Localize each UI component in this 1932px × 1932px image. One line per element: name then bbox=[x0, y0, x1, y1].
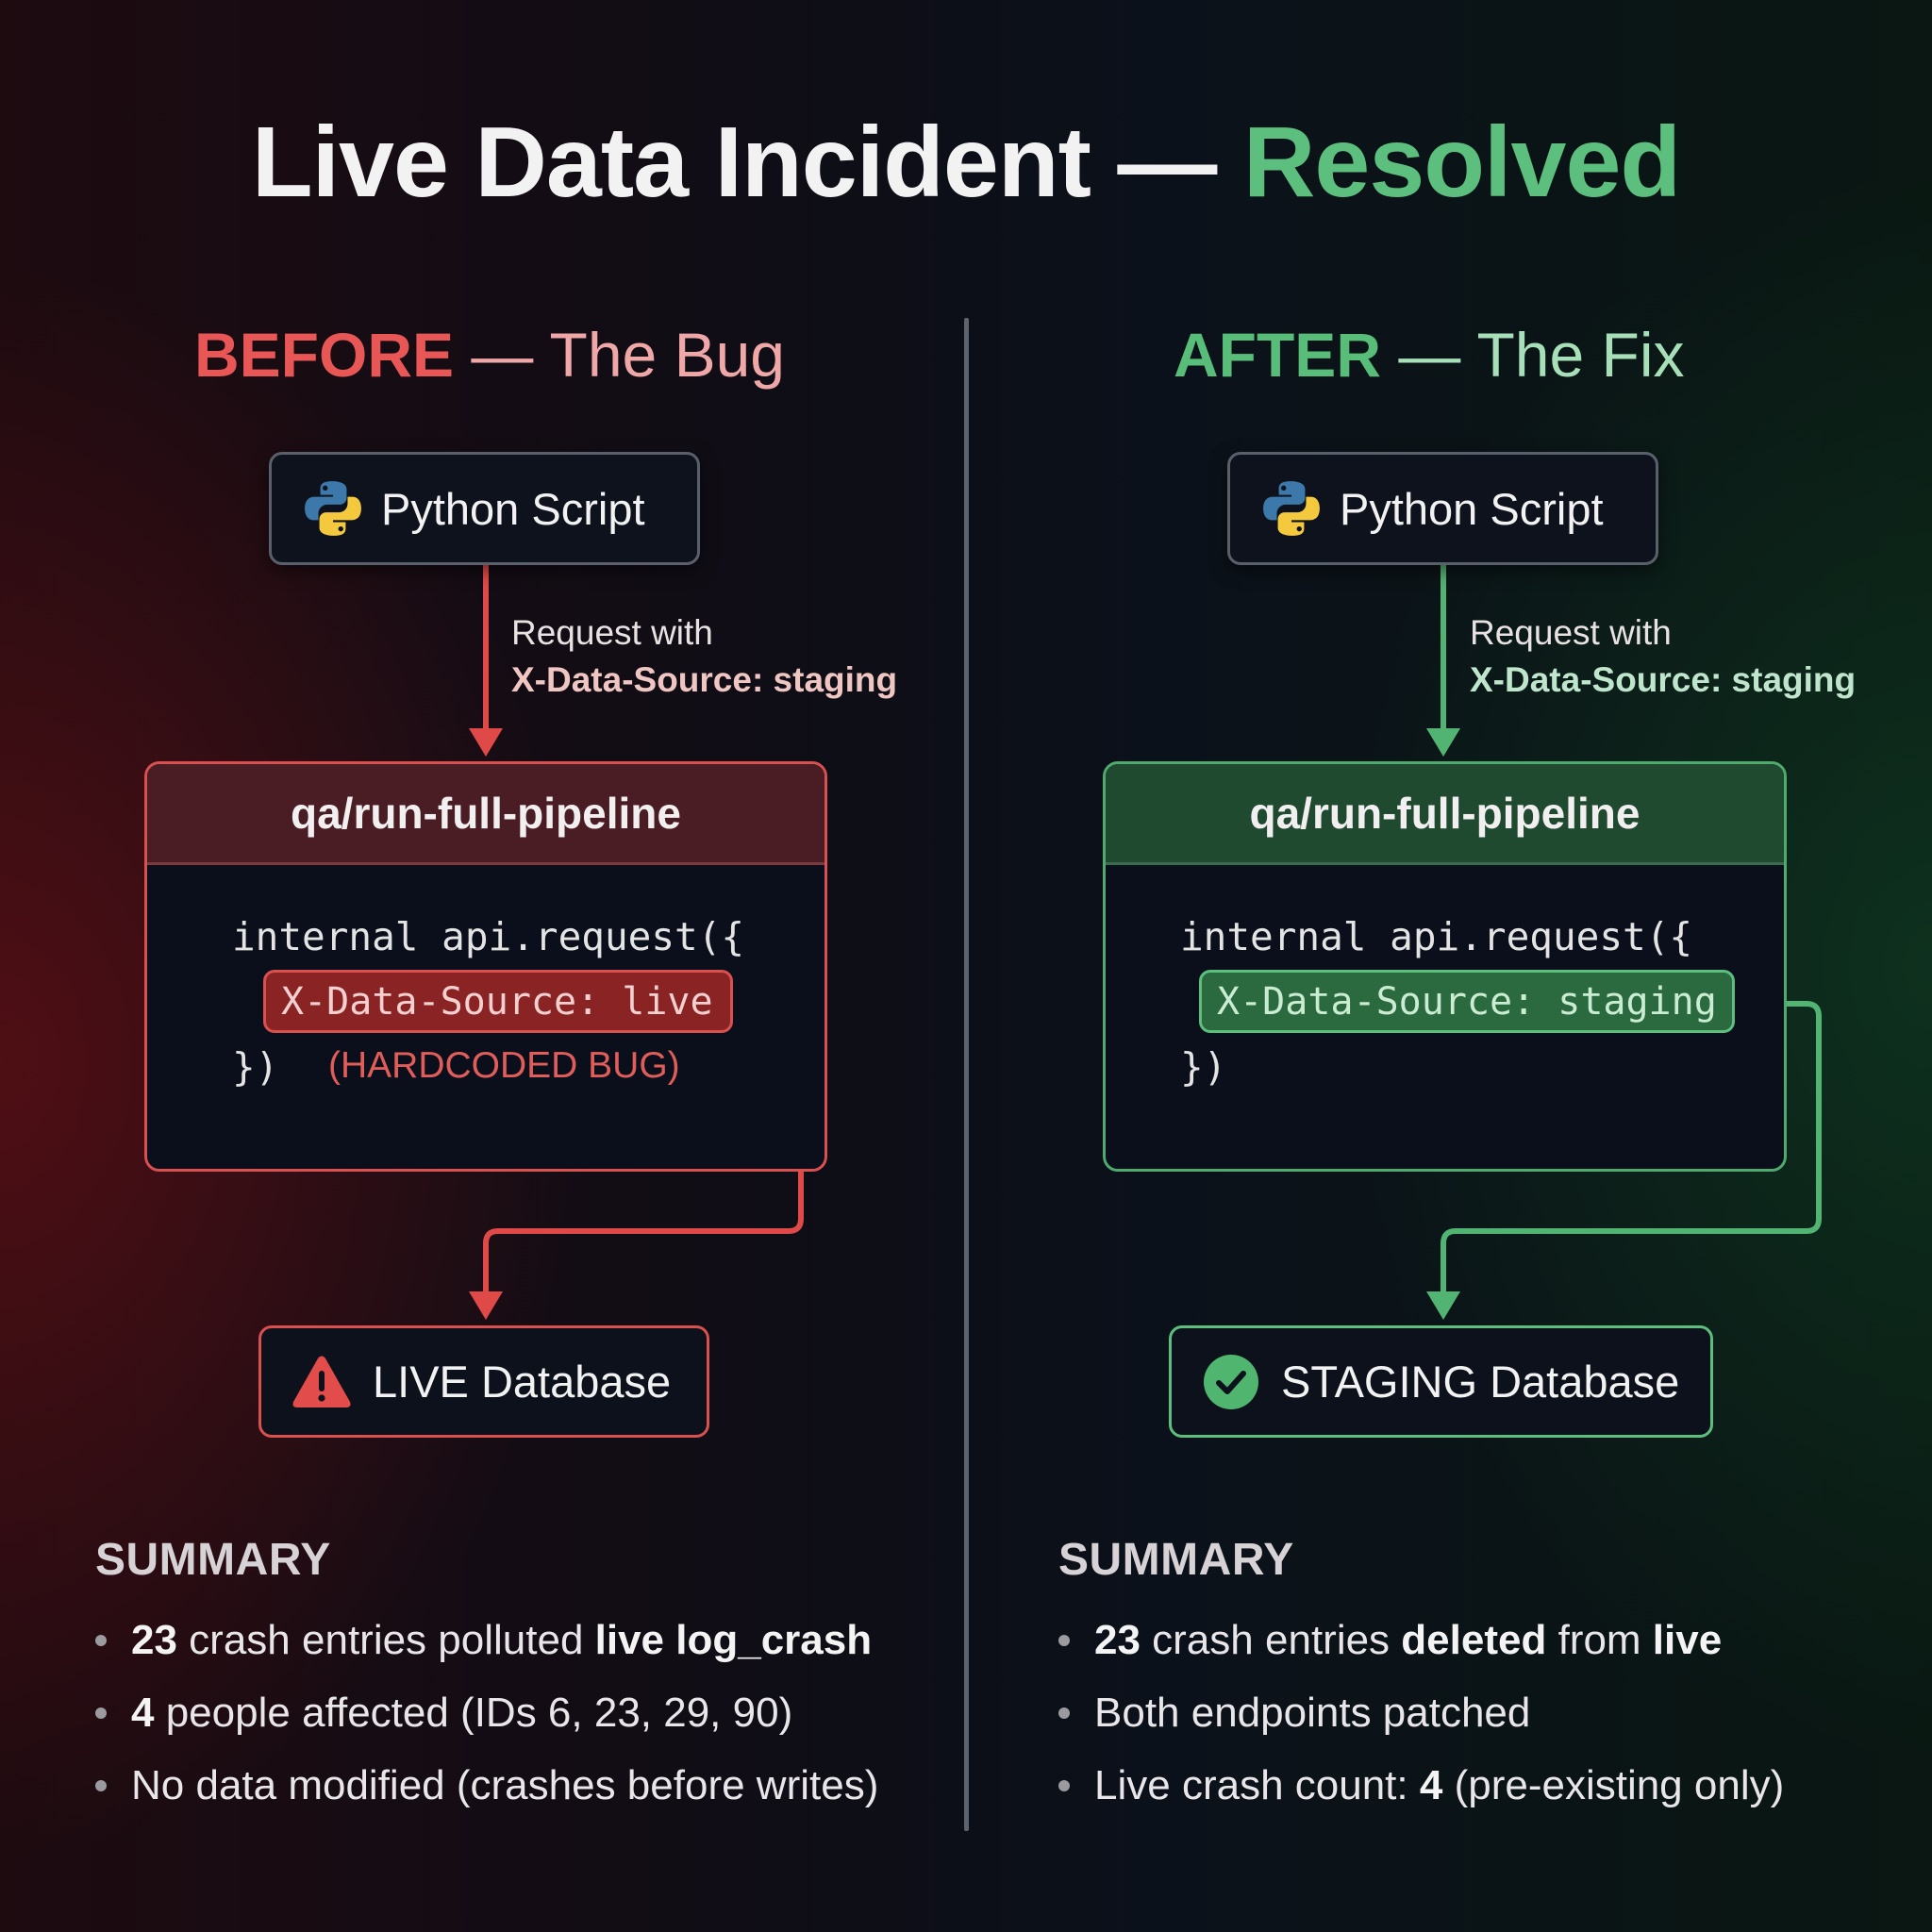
summary-item: 4 people affected (IDs 6, 23, 29, 90) bbox=[95, 1676, 878, 1749]
after-code-close: }) bbox=[1180, 1044, 1227, 1090]
bullet-dot-icon bbox=[1058, 1779, 1070, 1791]
after-pipeline-title: qa/run-full-pipeline bbox=[1106, 764, 1784, 865]
bullet-dot-icon bbox=[1058, 1634, 1070, 1646]
after-pipeline-endpoint: qa/run-full-pipeline bbox=[1103, 761, 1787, 1172]
summary-item: No data modified (crashes before writes) bbox=[95, 1749, 878, 1822]
python-logo-icon bbox=[1263, 481, 1320, 536]
bullet-dot-icon bbox=[95, 1634, 107, 1646]
summary-item: Live crash count: 4 (pre-existing only) bbox=[1058, 1749, 1784, 1822]
before-heading-label: BEFORE bbox=[194, 320, 455, 390]
page-title: Live Data Incident — Resolved bbox=[0, 106, 1932, 219]
bullet-dot-icon bbox=[95, 1707, 107, 1719]
staging-database-node: STAGING Database bbox=[1169, 1325, 1713, 1438]
before-request-label: Request with X-Data-Source: staging bbox=[511, 609, 897, 704]
before-python-script-node: Python Script bbox=[269, 452, 700, 565]
before-summary-list: 23 crash entries polluted live log_crash… bbox=[95, 1604, 878, 1822]
before-heading: BEFORE — The Bug bbox=[194, 317, 785, 392]
after-fixed-header: X-Data-Source: staging bbox=[1199, 970, 1735, 1033]
title-main: Live Data Incident — bbox=[251, 107, 1243, 218]
after-summary-heading: SUMMARY bbox=[1058, 1535, 1294, 1585]
bullet-dot-icon bbox=[1058, 1707, 1070, 1719]
before-pipeline-endpoint: qa/run-full-pipeline bbox=[144, 761, 827, 1172]
summary-item: 23 crash entries deleted from live bbox=[1058, 1604, 1784, 1676]
summary-item-text: Live crash count: 4 (pre-existing only) bbox=[1094, 1762, 1785, 1808]
before-request-line2: X-Data-Source: staging bbox=[511, 660, 898, 699]
before-request-line1: Request with bbox=[511, 613, 713, 652]
summary-item-text: Both endpoints patched bbox=[1094, 1690, 1531, 1736]
summary-item-text: 23 crash entries polluted live log_crash bbox=[131, 1617, 873, 1663]
before-code-open: internal api.request({ bbox=[232, 914, 745, 959]
python-logo-icon bbox=[305, 481, 361, 536]
before-summary-heading: SUMMARY bbox=[95, 1535, 331, 1585]
live-database-label: LIVE Database bbox=[373, 1357, 672, 1407]
before-request-arrow bbox=[469, 564, 503, 757]
before-heading-subtitle: — The Bug bbox=[454, 320, 786, 390]
summary-item: Both endpoints patched bbox=[1058, 1676, 1784, 1749]
summary-item-text: 23 crash entries deleted from live bbox=[1094, 1617, 1723, 1663]
summary-item-text: No data modified (crashes before writes) bbox=[131, 1762, 879, 1808]
before-pipeline-title: qa/run-full-pipeline bbox=[147, 764, 824, 865]
before-hardcoded-header: X-Data-Source: live bbox=[263, 970, 733, 1033]
after-request-label: Request with X-Data-Source: staging bbox=[1470, 609, 1856, 704]
after-heading-label: AFTER bbox=[1174, 320, 1381, 390]
before-python-script-label: Python Script bbox=[381, 483, 645, 534]
staging-database-label: STAGING Database bbox=[1281, 1357, 1680, 1407]
column-divider bbox=[964, 318, 969, 1831]
after-python-script-label: Python Script bbox=[1340, 483, 1604, 534]
hardcoded-bug-note: (HARDCODED BUG) bbox=[328, 1045, 680, 1086]
after-request-line2: X-Data-Source: staging bbox=[1470, 660, 1857, 699]
after-request-line1: Request with bbox=[1470, 613, 1672, 652]
after-heading-subtitle: — The Fix bbox=[1380, 320, 1685, 390]
before-code-close: }) bbox=[232, 1044, 279, 1090]
summary-item: 23 crash entries polluted live log_crash bbox=[95, 1604, 878, 1676]
summary-item-text: 4 people affected (IDs 6, 23, 29, 90) bbox=[131, 1690, 793, 1736]
after-heading: AFTER — The Fix bbox=[1174, 317, 1685, 392]
after-request-arrow bbox=[1426, 564, 1460, 757]
warning-triangle-icon bbox=[292, 1356, 351, 1407]
after-code-open: internal api.request({ bbox=[1180, 914, 1693, 959]
title-accent: Resolved bbox=[1242, 107, 1681, 218]
check-circle-icon bbox=[1204, 1354, 1258, 1409]
after-python-script-node: Python Script bbox=[1227, 452, 1658, 565]
bullet-dot-icon bbox=[95, 1779, 107, 1791]
live-database-node: LIVE Database bbox=[258, 1325, 709, 1438]
